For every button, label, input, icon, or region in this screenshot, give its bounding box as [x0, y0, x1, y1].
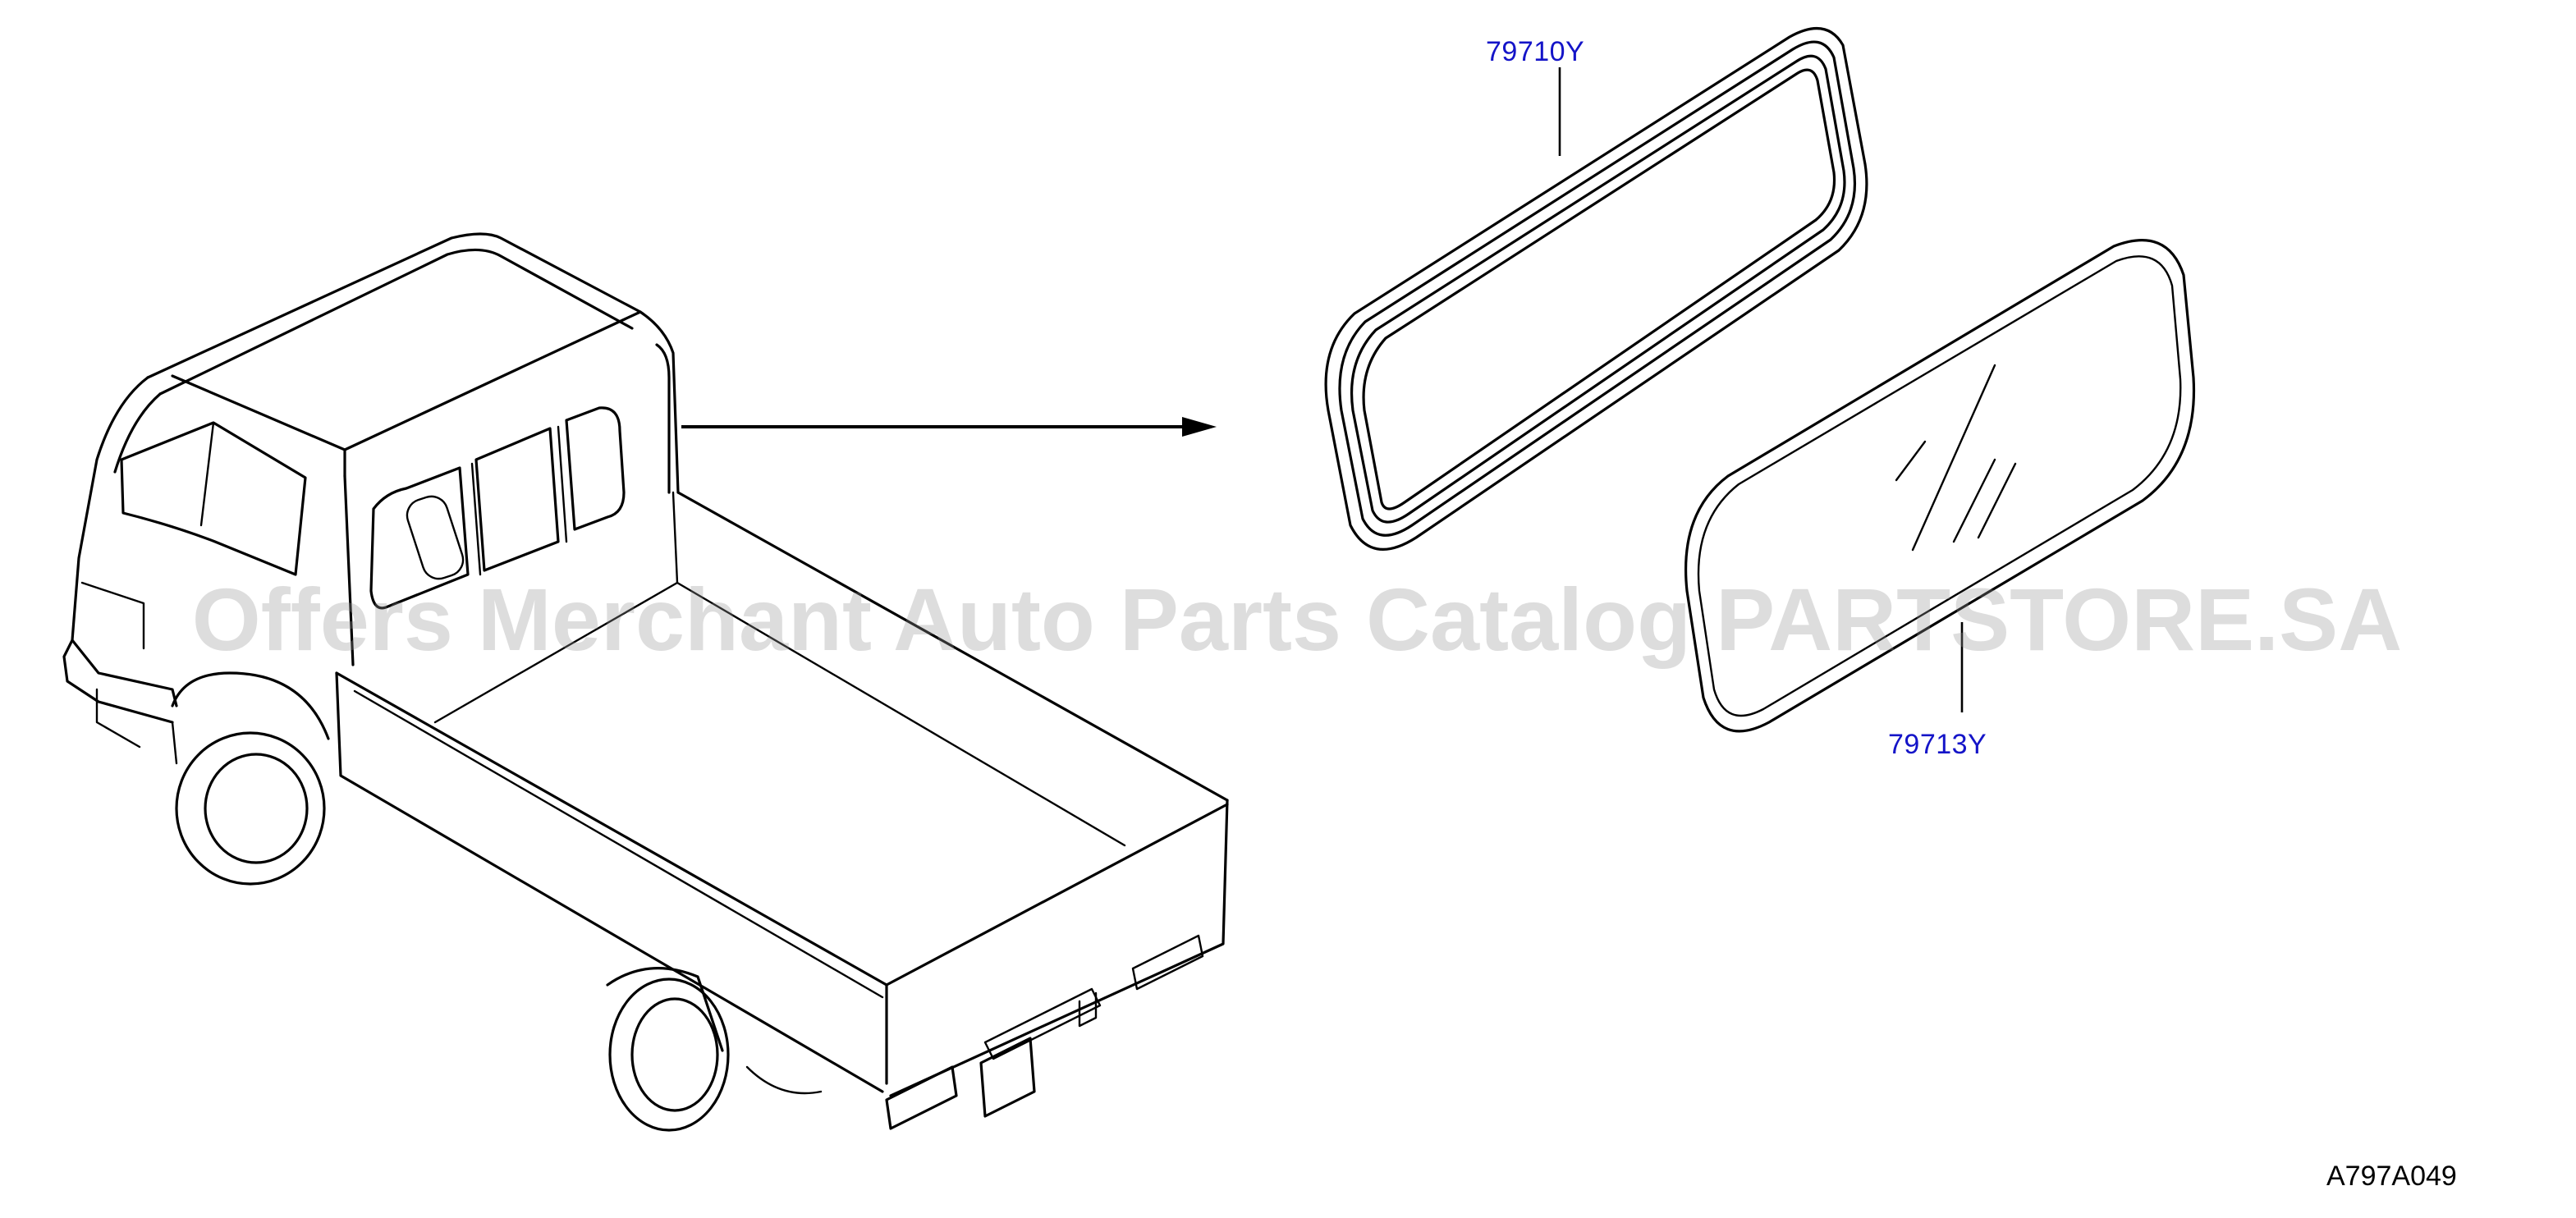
- weatherstrip-79710Y: [1324, 27, 1868, 551]
- reference-arrow: [681, 417, 1217, 437]
- part-label-79713Y[interactable]: 79713Y: [1888, 729, 1987, 760]
- glass-79713Y: [1684, 239, 2196, 733]
- truck-illustration: [62, 232, 1229, 1132]
- diagram-reference-code: A797A049: [2326, 1161, 2457, 1192]
- part-label-79710Y[interactable]: 79710Y: [1486, 36, 1585, 67]
